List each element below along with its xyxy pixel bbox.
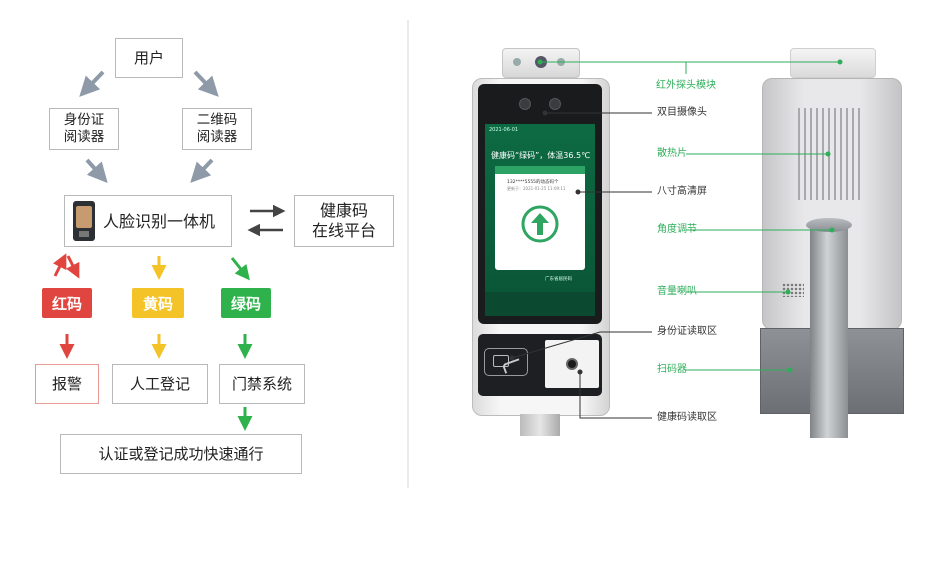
label-scanner: 扫码器 bbox=[657, 364, 687, 375]
arrow-red-down bbox=[65, 255, 80, 279]
red-code-tag: 红码 bbox=[42, 288, 92, 318]
qr-reader-box: 二维码 阅读器 bbox=[182, 108, 252, 150]
green-code-tag: 绿码 bbox=[221, 288, 271, 318]
gate-system-box: 门禁系统 bbox=[219, 364, 305, 404]
arrow-green bbox=[230, 257, 250, 281]
label-speaker: 音量喇叭 bbox=[657, 286, 697, 297]
device-screen: 2021-06-01 健康码“绿码”，体温36.5℃ 132****5555的动… bbox=[485, 124, 595, 316]
screen-footer-text: 广东省居民码 bbox=[545, 277, 572, 282]
arrow-red-up bbox=[52, 253, 67, 277]
label-screen: 八寸高清屏 bbox=[657, 186, 707, 197]
screen-card: 132****5555的动态码个 更新于：2021-01-25 11:09:11 bbox=[495, 166, 585, 270]
dual-camera-icon bbox=[519, 96, 561, 110]
back-ir-module bbox=[790, 48, 876, 78]
green-arrow-circle-icon bbox=[521, 205, 559, 243]
screen-bottom-bar bbox=[485, 292, 595, 316]
front-stand bbox=[520, 414, 560, 436]
screen-status-bar: 2021-06-01 bbox=[489, 127, 519, 133]
screen-card-line1: 132****5555的动态码个 bbox=[507, 180, 559, 185]
alarm-box: 报警 bbox=[35, 364, 99, 404]
screen-headline: 健康码“绿码”，体温36.5℃ bbox=[491, 151, 591, 160]
label-id-area: 身份证读取区 bbox=[657, 326, 717, 337]
arrow-id-terminal bbox=[85, 158, 108, 183]
id-reader-line2: 阅读器 bbox=[63, 129, 105, 145]
user-box: 用户 bbox=[115, 38, 183, 78]
arrow-qr-terminal bbox=[190, 158, 214, 183]
health-platform-box: 健康码 在线平台 bbox=[294, 195, 394, 247]
label-dual-camera: 双目摄像头 bbox=[657, 107, 707, 118]
id-reader-line1: 身份证 bbox=[63, 112, 105, 128]
id-card-reader-icon bbox=[484, 348, 528, 376]
yellow-code-tag: 黄码 bbox=[132, 288, 184, 318]
face-terminal-label: 人脸识别一体机 bbox=[103, 211, 216, 231]
label-angle: 角度调节 bbox=[657, 224, 697, 235]
terminal-thumbnail-icon bbox=[73, 201, 95, 241]
qr-reader-line2: 阅读器 bbox=[196, 129, 238, 145]
manual-register-box: 人工登记 bbox=[112, 364, 208, 404]
label-ir-module: 红外探头模块 bbox=[656, 80, 716, 91]
label-heat-sink: 散热片 bbox=[657, 148, 687, 159]
arrow-user-qr bbox=[193, 70, 219, 97]
face-terminal-box: 人脸识别一体机 bbox=[64, 195, 232, 247]
mount-pole bbox=[810, 222, 848, 438]
arrow-user-id bbox=[79, 70, 105, 97]
qr-scanner-window bbox=[545, 340, 599, 388]
label-health-area: 健康码读取区 bbox=[657, 412, 717, 423]
platform-line1: 健康码 bbox=[319, 201, 368, 220]
screen-card-header bbox=[495, 166, 585, 174]
platform-line2: 在线平台 bbox=[311, 221, 376, 240]
qr-reader-line1: 二维码 bbox=[196, 112, 238, 128]
id-reader-box: 身份证 阅读器 bbox=[49, 108, 119, 150]
pole-cap bbox=[806, 218, 852, 232]
screen-card-line2: 更新于：2021-01-25 11:09:11 bbox=[507, 186, 566, 191]
final-pass-box: 认证或登记成功快速通行 bbox=[60, 434, 302, 474]
